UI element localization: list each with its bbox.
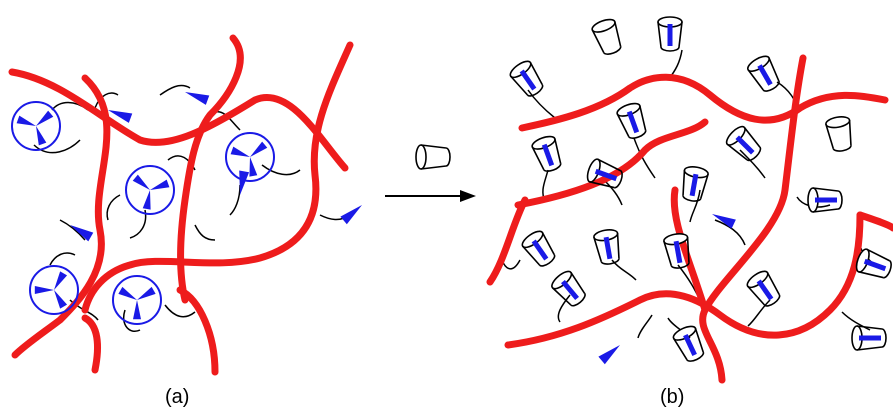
host-cup-with-guest — [807, 187, 843, 213]
host-ring-complex — [225, 132, 275, 182]
host-cup-with-guest — [592, 227, 624, 267]
guest-wedge — [340, 201, 366, 225]
host-cup-with-guest — [744, 267, 785, 311]
host-ring-complex — [112, 275, 162, 325]
guest-wedge — [709, 209, 736, 229]
host-cup-with-guest — [614, 100, 651, 142]
panel-b-polymer-chains — [486, 54, 893, 384]
panel-a — [8, 34, 366, 376]
reaction-arrow-group — [385, 144, 476, 202]
guest-wedge — [235, 170, 250, 196]
host-cup-with-guest — [519, 227, 560, 271]
guest-wedge — [598, 341, 624, 365]
host-cup-with-guest — [678, 164, 710, 204]
polymer-chain — [81, 41, 354, 314]
arrow-head — [460, 190, 476, 202]
polymer-chain — [176, 286, 219, 376]
polymer-chain — [514, 118, 709, 209]
polymer-chain — [518, 73, 889, 132]
polymer-chain — [486, 196, 529, 286]
guest-wedge — [67, 220, 94, 242]
host-ring-complex — [29, 265, 79, 315]
host-cup-with-guest — [548, 267, 591, 311]
polymer-chain — [81, 314, 101, 374]
host-cup-with-guest — [662, 231, 694, 271]
host-cup-with-guest — [744, 52, 785, 96]
polymer-chain — [856, 211, 893, 232]
polymer-chain — [504, 211, 864, 349]
host-cup-with-guest — [722, 122, 766, 166]
host-cup-reagent — [415, 144, 451, 170]
host-cup-with-guest — [851, 325, 887, 351]
host-cup-with-guest — [670, 322, 709, 366]
host-ring-complex — [11, 101, 61, 151]
host-cup-with-guest — [507, 57, 548, 101]
host-ring-complex — [125, 165, 175, 215]
host-cup-with-guest — [529, 133, 566, 175]
host-cup-with-guest — [657, 16, 683, 52]
polymer-chain — [11, 74, 111, 359]
panel-a-label: (a) — [165, 386, 190, 408]
host-cup-with-guest — [584, 156, 626, 193]
polymer-chain — [176, 34, 244, 304]
guest-wedge — [183, 87, 210, 105]
panel-b — [486, 16, 893, 384]
polymer-chain — [699, 54, 807, 384]
polymer-chain — [8, 68, 349, 172]
panel-b-free-guests — [598, 209, 736, 365]
host-cup-with-guest — [853, 246, 893, 283]
host-cup — [589, 16, 626, 58]
panel-a-host-complexes — [11, 101, 275, 325]
panel-b-label: (b) — [660, 386, 685, 408]
host-cup — [824, 114, 856, 154]
panel-a-polymer-chains — [8, 34, 354, 376]
panel-b-host-cups — [507, 16, 893, 366]
